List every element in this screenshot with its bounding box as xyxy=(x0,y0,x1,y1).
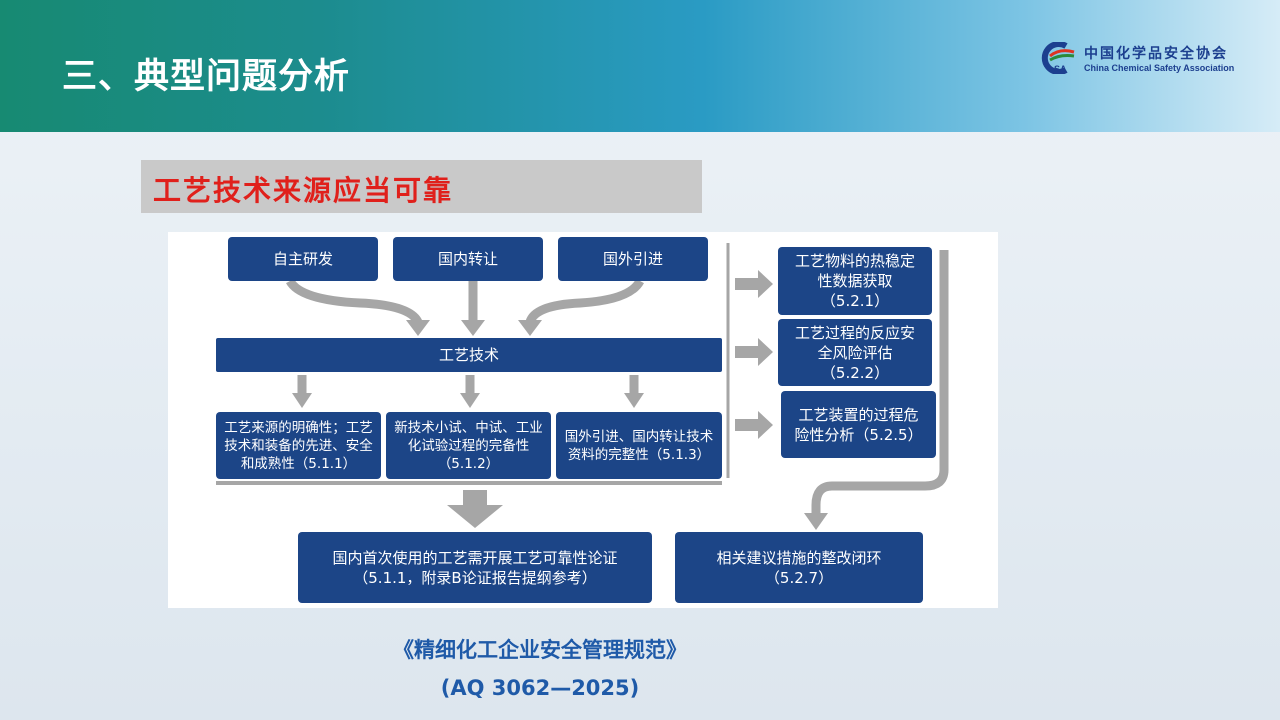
source-box-foreign-import: 国外引进 xyxy=(558,237,708,281)
requirement-box-1: 工艺来源的明确性；工艺技术和装备的先进、安全和成熟性（5.1.1） xyxy=(216,412,381,479)
source-box-domestic-transfer: 国内转让 xyxy=(393,237,543,281)
logo-text-cn: 中国化学品安全协会 xyxy=(1084,46,1228,62)
curved-arrow-left xyxy=(286,278,423,325)
section-title-bar: 工艺技术来源应当可靠 xyxy=(141,160,702,213)
right-box-reaction-risk: 工艺过程的反应安全风险评估（5.2.2） xyxy=(778,319,932,386)
svg-text:SA: SA xyxy=(1054,64,1067,74)
logo: SA 中国化学品安全协会 China Chemical Safety Assoc… xyxy=(1036,41,1235,75)
right-box-thermal-stability: 工艺物料的热稳定性数据获取（5.2.1） xyxy=(778,247,932,315)
requirement-box-3: 国外引进、国内转让技术资料的完整性（5.1.3） xyxy=(556,412,722,479)
big-down-arrow xyxy=(447,490,503,528)
closure-arrow xyxy=(811,250,949,515)
requirement-box-2: 新技术小试、中试、工业化试验过程的完备性（5.1.2） xyxy=(386,412,551,479)
section-title: 工艺技术来源应当可靠 xyxy=(153,174,454,207)
process-technology-bar: 工艺技术 xyxy=(216,338,722,372)
source-box-self-developed: 自主研发 xyxy=(228,237,378,281)
closure-box: 相关建议措施的整改闭环（5.2.7） xyxy=(675,532,923,603)
citation-title: 《精细化工企业安全管理规范》 xyxy=(393,638,687,662)
csa-logo-icon: SA xyxy=(1036,41,1078,75)
right-box-hazard-analysis: 工艺装置的过程危险性分析（5.2.5） xyxy=(781,391,936,458)
header-banner: 三、典型问题分析 SA 中国化学品安全协会 China Chemical Saf… xyxy=(0,0,1280,132)
reliability-demonstration-box: 国内首次使用的工艺需开展工艺可靠性论证（5.1.1，附录B论证报告提纲参考） xyxy=(298,532,652,603)
citation-code: (AQ 3062—2025) xyxy=(440,676,640,700)
page-title: 三、典型问题分析 xyxy=(62,57,351,97)
logo-text-en: China Chemical Safety Association xyxy=(1084,63,1235,73)
curved-arrow-right xyxy=(525,278,644,324)
